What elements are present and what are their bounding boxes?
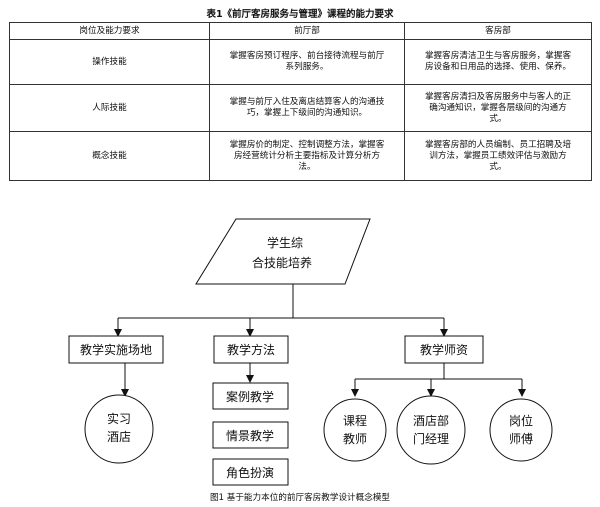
child-label: 师傅 (509, 432, 533, 446)
row-label: 操作技能 (9, 39, 210, 85)
header-cell: 前厅部 (209, 22, 405, 40)
table-header-row: 岗位及能力要求 前厅部 客房部 (9, 22, 592, 40)
child-label: 角色扮演 (226, 465, 274, 480)
child-label: 酒店 (107, 430, 131, 444)
row-label: 概念技能 (9, 131, 210, 181)
child-label: 实习 (107, 411, 131, 426)
branch-venue-label: 教学实施场地 (80, 342, 152, 357)
housekeeping-cell: 掌握客房清扫及客房服务中与客人的正确沟通知识，掌握各层级间的沟通方式。 (404, 84, 592, 132)
housekeeping-cell: 掌握客房清洁卫生与客房服务，掌握客房设备和日用品的选择、使用、保养。 (404, 39, 592, 85)
front-office-cell: 掌握房价的制定、控制调整方法，掌握客房经营统计分析主要指标及计算分析方法。 (209, 131, 405, 181)
branch-faculty (404, 335, 484, 364)
child-box (212, 458, 289, 486)
child-label: 案例教学 (226, 389, 274, 404)
concept-model-diagram: 学生综 合技能培养 教学实施场地 教学方法 教学师资 实习 酒店 案例教学 情景… (68, 218, 553, 486)
figure-caption: 图1 基于能力本位的前厅客房教学设计概念模型 (209, 493, 391, 503)
child-box (212, 421, 289, 449)
table-row: 操作技能 掌握客房预订程序、前台接待流程与前厅系列服务。 掌握客房清洁卫生与客房… (9, 39, 592, 85)
child-circle (323, 398, 387, 462)
child-label: 门经理 (413, 431, 449, 446)
child-label: 课程 (343, 413, 367, 428)
child-box (212, 382, 289, 410)
branch-method-label: 教学方法 (227, 342, 275, 357)
root-label-line1: 学生综 (267, 235, 303, 250)
root-label-line2: 合技能培养 (252, 255, 312, 270)
child-circle (84, 394, 154, 464)
header-cell: 客房部 (404, 22, 592, 40)
ability-table: 岗位及能力要求 前厅部 客房部 操作技能 掌握客房预订程序、前台接待流程与前厅系… (9, 22, 592, 181)
child-label: 教师 (343, 431, 367, 446)
child-circle (396, 395, 466, 465)
root-node (195, 218, 371, 285)
child-label: 岗位 (509, 413, 533, 428)
header-cell: 岗位及能力要求 (9, 22, 210, 40)
table-row: 人际技能 掌握与前厅入住及离店结算客人的沟通技巧，掌握上下级间的沟通知识。 掌握… (9, 84, 592, 132)
table-title: 表1《前厅客房服务与管理》课程的能力要求 (206, 9, 394, 20)
front-office-cell: 掌握与前厅入住及离店结算客人的沟通技巧，掌握上下级间的沟通知识。 (209, 84, 405, 132)
branch-venue (68, 335, 164, 364)
child-label: 酒店部 (413, 413, 449, 428)
table-row: 概念技能 掌握房价的制定、控制调整方法，掌握客房经营统计分析主要指标及计算分析方… (9, 131, 592, 181)
housekeeping-cell: 掌握客房部的人员编制、员工招聘及培训方法，掌握员工绩效评估与激励方式。 (404, 131, 592, 181)
branch-method (213, 335, 289, 364)
branch-faculty-label: 教学师资 (420, 342, 468, 357)
front-office-cell: 掌握客房预订程序、前台接待流程与前厅系列服务。 (209, 39, 405, 85)
row-label: 人际技能 (9, 84, 210, 132)
child-circle (489, 398, 553, 462)
child-label: 情景教学 (226, 428, 274, 443)
